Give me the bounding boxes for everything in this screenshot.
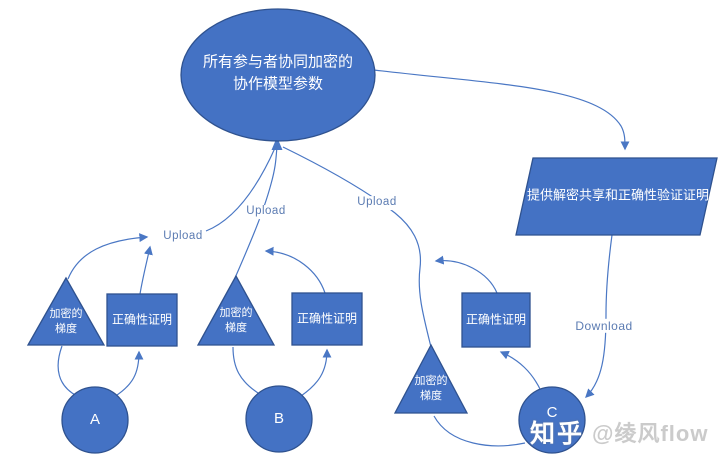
node-square-c [461,292,531,348]
edge-circle-a-to-triangle-a [57,345,78,397]
node-model-params-ellipse [180,8,376,142]
node-triangle-c [393,343,469,414]
node-decrypt-parallelogram [515,157,718,236]
edge-circle-c-to-square-c [499,350,542,392]
node-circle-c [518,386,586,454]
download-label: Download [573,318,635,334]
edge-triangle-a-to-upload [67,233,149,280]
upload-label-left: Upload [161,230,205,244]
node-triangle-b [196,274,276,346]
edge-triangle-c-to-ellipse [282,146,432,348]
upload-label-middle: Upload [244,205,288,219]
arrowhead-into-ellipse [271,137,283,150]
edge-circle-b-to-triangle-b [232,346,259,394]
upload-label-right: Upload [355,196,399,210]
node-square-b [291,292,363,346]
edge-circle-b-to-square-b [300,348,332,397]
node-circle-b [245,385,313,453]
edge-square-a-to-upload [139,245,153,295]
edge-upload-a-to-ellipse [205,147,276,232]
edge-circle-a-to-square-a [113,350,144,398]
edge-square-b-merge [264,246,326,294]
edge-parallelogram-to-circle-c [585,234,613,398]
node-square-a [106,293,178,347]
node-circle-a [61,386,129,454]
edge-square-c-merge [434,255,498,294]
edge-ellipse-to-parallelogram [373,69,630,151]
edge-circle-c-to-triangle-c [433,415,526,447]
node-triangle-a [26,276,106,346]
edge-triangle-b-to-ellipse [234,145,278,279]
